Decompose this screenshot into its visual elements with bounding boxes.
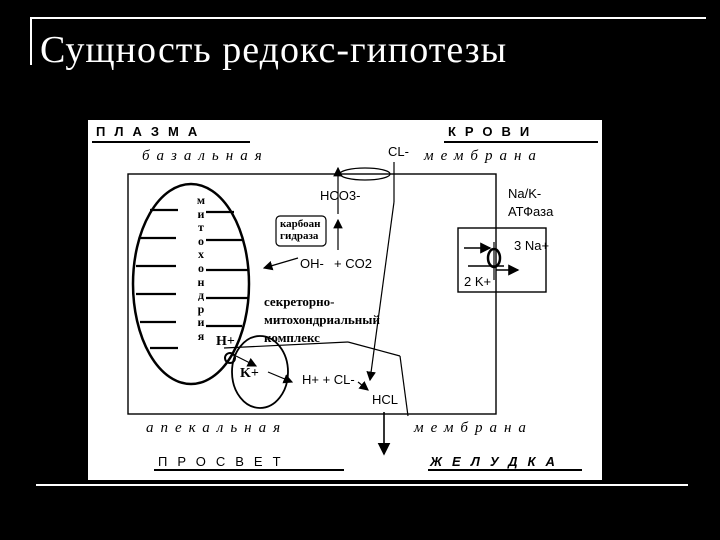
label-2k: 2 K+: [464, 274, 492, 289]
label-apical: апекальная: [146, 420, 288, 436]
label-k-plus: K+: [240, 366, 259, 381]
label-hco3: HCO3-: [320, 188, 361, 203]
label-krovi: КРОВИ: [448, 124, 539, 139]
label-basal: базальная: [142, 148, 269, 164]
slide-title: Сущность редокс-гипотезы: [40, 29, 508, 71]
label-plazma: ПЛАЗМА: [96, 124, 207, 139]
complex-circle: [224, 352, 236, 364]
label-zheludka: ЖЕЛУДКА: [430, 454, 565, 469]
label-hcl: HCL: [372, 392, 399, 407]
label-oh: OH-: [300, 256, 324, 271]
label-mitochondria-vertical: м и т о х о н д р и я: [196, 193, 206, 343]
mitochondrion-cristae: [136, 208, 248, 350]
label-complex-3: комплекс: [264, 330, 320, 345]
label-complex-2: митохондриальный: [264, 312, 380, 327]
bottom-rule: [36, 484, 688, 486]
label-basal-membrane: мембрана: [424, 148, 543, 164]
mitochondrion-shape: [131, 182, 251, 386]
cell-outline: [127, 173, 497, 415]
diagram-drawing: [92, 141, 598, 471]
label-h-cl: H+ + CL-: [302, 372, 355, 387]
label-carbonic-1: карбоан: [280, 218, 321, 230]
label-cl-top: CL-: [388, 144, 409, 159]
label-complex-1: секреторно-: [264, 294, 335, 309]
label-prosvet: ПРОСВЕТ: [158, 454, 291, 469]
frame-left-line: [30, 17, 32, 65]
label-na-k: Na/K-: [508, 186, 542, 201]
atpase-box: [457, 227, 547, 293]
label-apical-membrane: мембрана: [414, 420, 533, 436]
label-h-plus: H+: [216, 334, 235, 349]
label-atpase: АТФаза: [508, 204, 554, 219]
label-carbonic-2: гидраза: [280, 230, 319, 242]
label-3na: 3 Na+: [514, 238, 550, 253]
frame-top-line: [30, 17, 706, 19]
label-co2: + CO2: [334, 256, 372, 271]
secretory-vesicle: [231, 335, 289, 409]
diagram-panel: ПЛАЗМА КРОВИ базальная мембрана CL- HCO3…: [88, 120, 602, 480]
carbonic-anhydrase-box: [275, 215, 327, 247]
